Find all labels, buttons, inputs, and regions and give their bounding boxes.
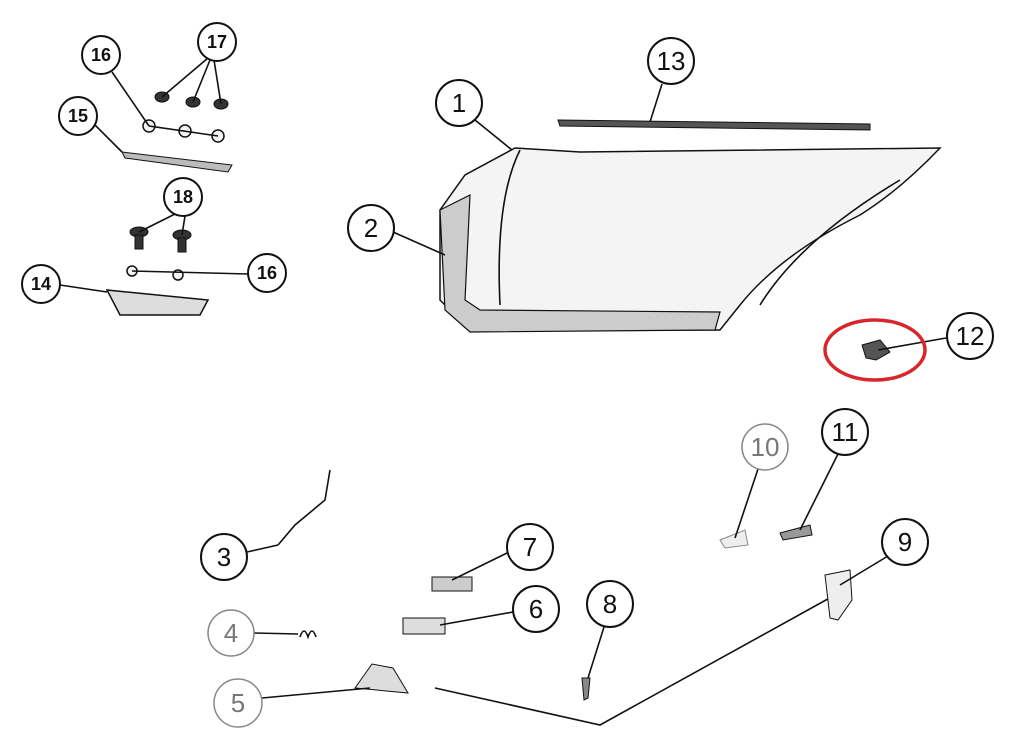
bumper-10 [719, 529, 749, 549]
callout-15: 15 [58, 96, 98, 136]
callout-13: 13 [647, 37, 695, 85]
callout-label: 1 [452, 88, 466, 118]
callout-label: 11 [832, 417, 859, 447]
callout-label: 13 [657, 46, 686, 76]
callout-label: 18 [173, 187, 193, 207]
callout-6: 6 [512, 585, 560, 633]
callout-18: 18 [163, 177, 203, 217]
callout-label: 16 [91, 45, 111, 65]
latch-5 [354, 663, 409, 694]
bracket-6 [402, 617, 446, 635]
callout-2: 2 [347, 204, 395, 252]
callout-label: 9 [898, 527, 912, 557]
callout-label: 4 [224, 618, 238, 648]
callout-16-top: 16 [81, 35, 121, 75]
callout-5: 5 [213, 678, 263, 728]
callout-8: 8 [586, 580, 634, 628]
callout-label: 12 [956, 321, 985, 351]
callout-label: 10 [751, 432, 780, 462]
callout-label: 8 [603, 589, 617, 619]
callout-label: 16 [257, 263, 277, 283]
callout-3: 3 [200, 533, 248, 581]
release-cable-9 [434, 594, 836, 726]
bumper-11 [779, 524, 813, 541]
callout-12: 12 [946, 312, 994, 360]
callout-10: 10 [741, 423, 789, 471]
callout-label: 14 [31, 274, 51, 294]
latch-part-12 [861, 339, 891, 361]
hood-seal [557, 119, 871, 131]
leader-lines [59, 57, 947, 699]
callout-label: 5 [231, 688, 245, 718]
grille-14 [105, 289, 210, 316]
plate-7 [431, 576, 473, 592]
highlight-ring [823, 318, 927, 382]
callout-label: 15 [68, 106, 88, 126]
callout-label: 7 [523, 532, 537, 562]
clips-18 [129, 226, 192, 253]
callout-16-bottom: 16 [247, 253, 287, 293]
callout-7: 7 [506, 523, 554, 571]
callout-label: 2 [364, 213, 378, 243]
callout-11: 11 [821, 408, 869, 456]
callout-9: 9 [881, 518, 929, 566]
callout-label: 17 [207, 32, 227, 52]
callout-4: 4 [207, 609, 255, 657]
release-lever-9 [824, 569, 853, 621]
callout-label: 6 [529, 594, 543, 624]
hood-panel [439, 147, 942, 333]
trim-strip-15 [121, 151, 233, 173]
handle-8 [581, 677, 591, 701]
prop-rod-3 [277, 469, 331, 546]
spring-4 [299, 630, 317, 640]
callout-17: 17 [197, 22, 237, 62]
callout-1: 1 [435, 79, 483, 127]
callout-14: 14 [21, 264, 61, 304]
callout-label: 3 [217, 542, 231, 572]
